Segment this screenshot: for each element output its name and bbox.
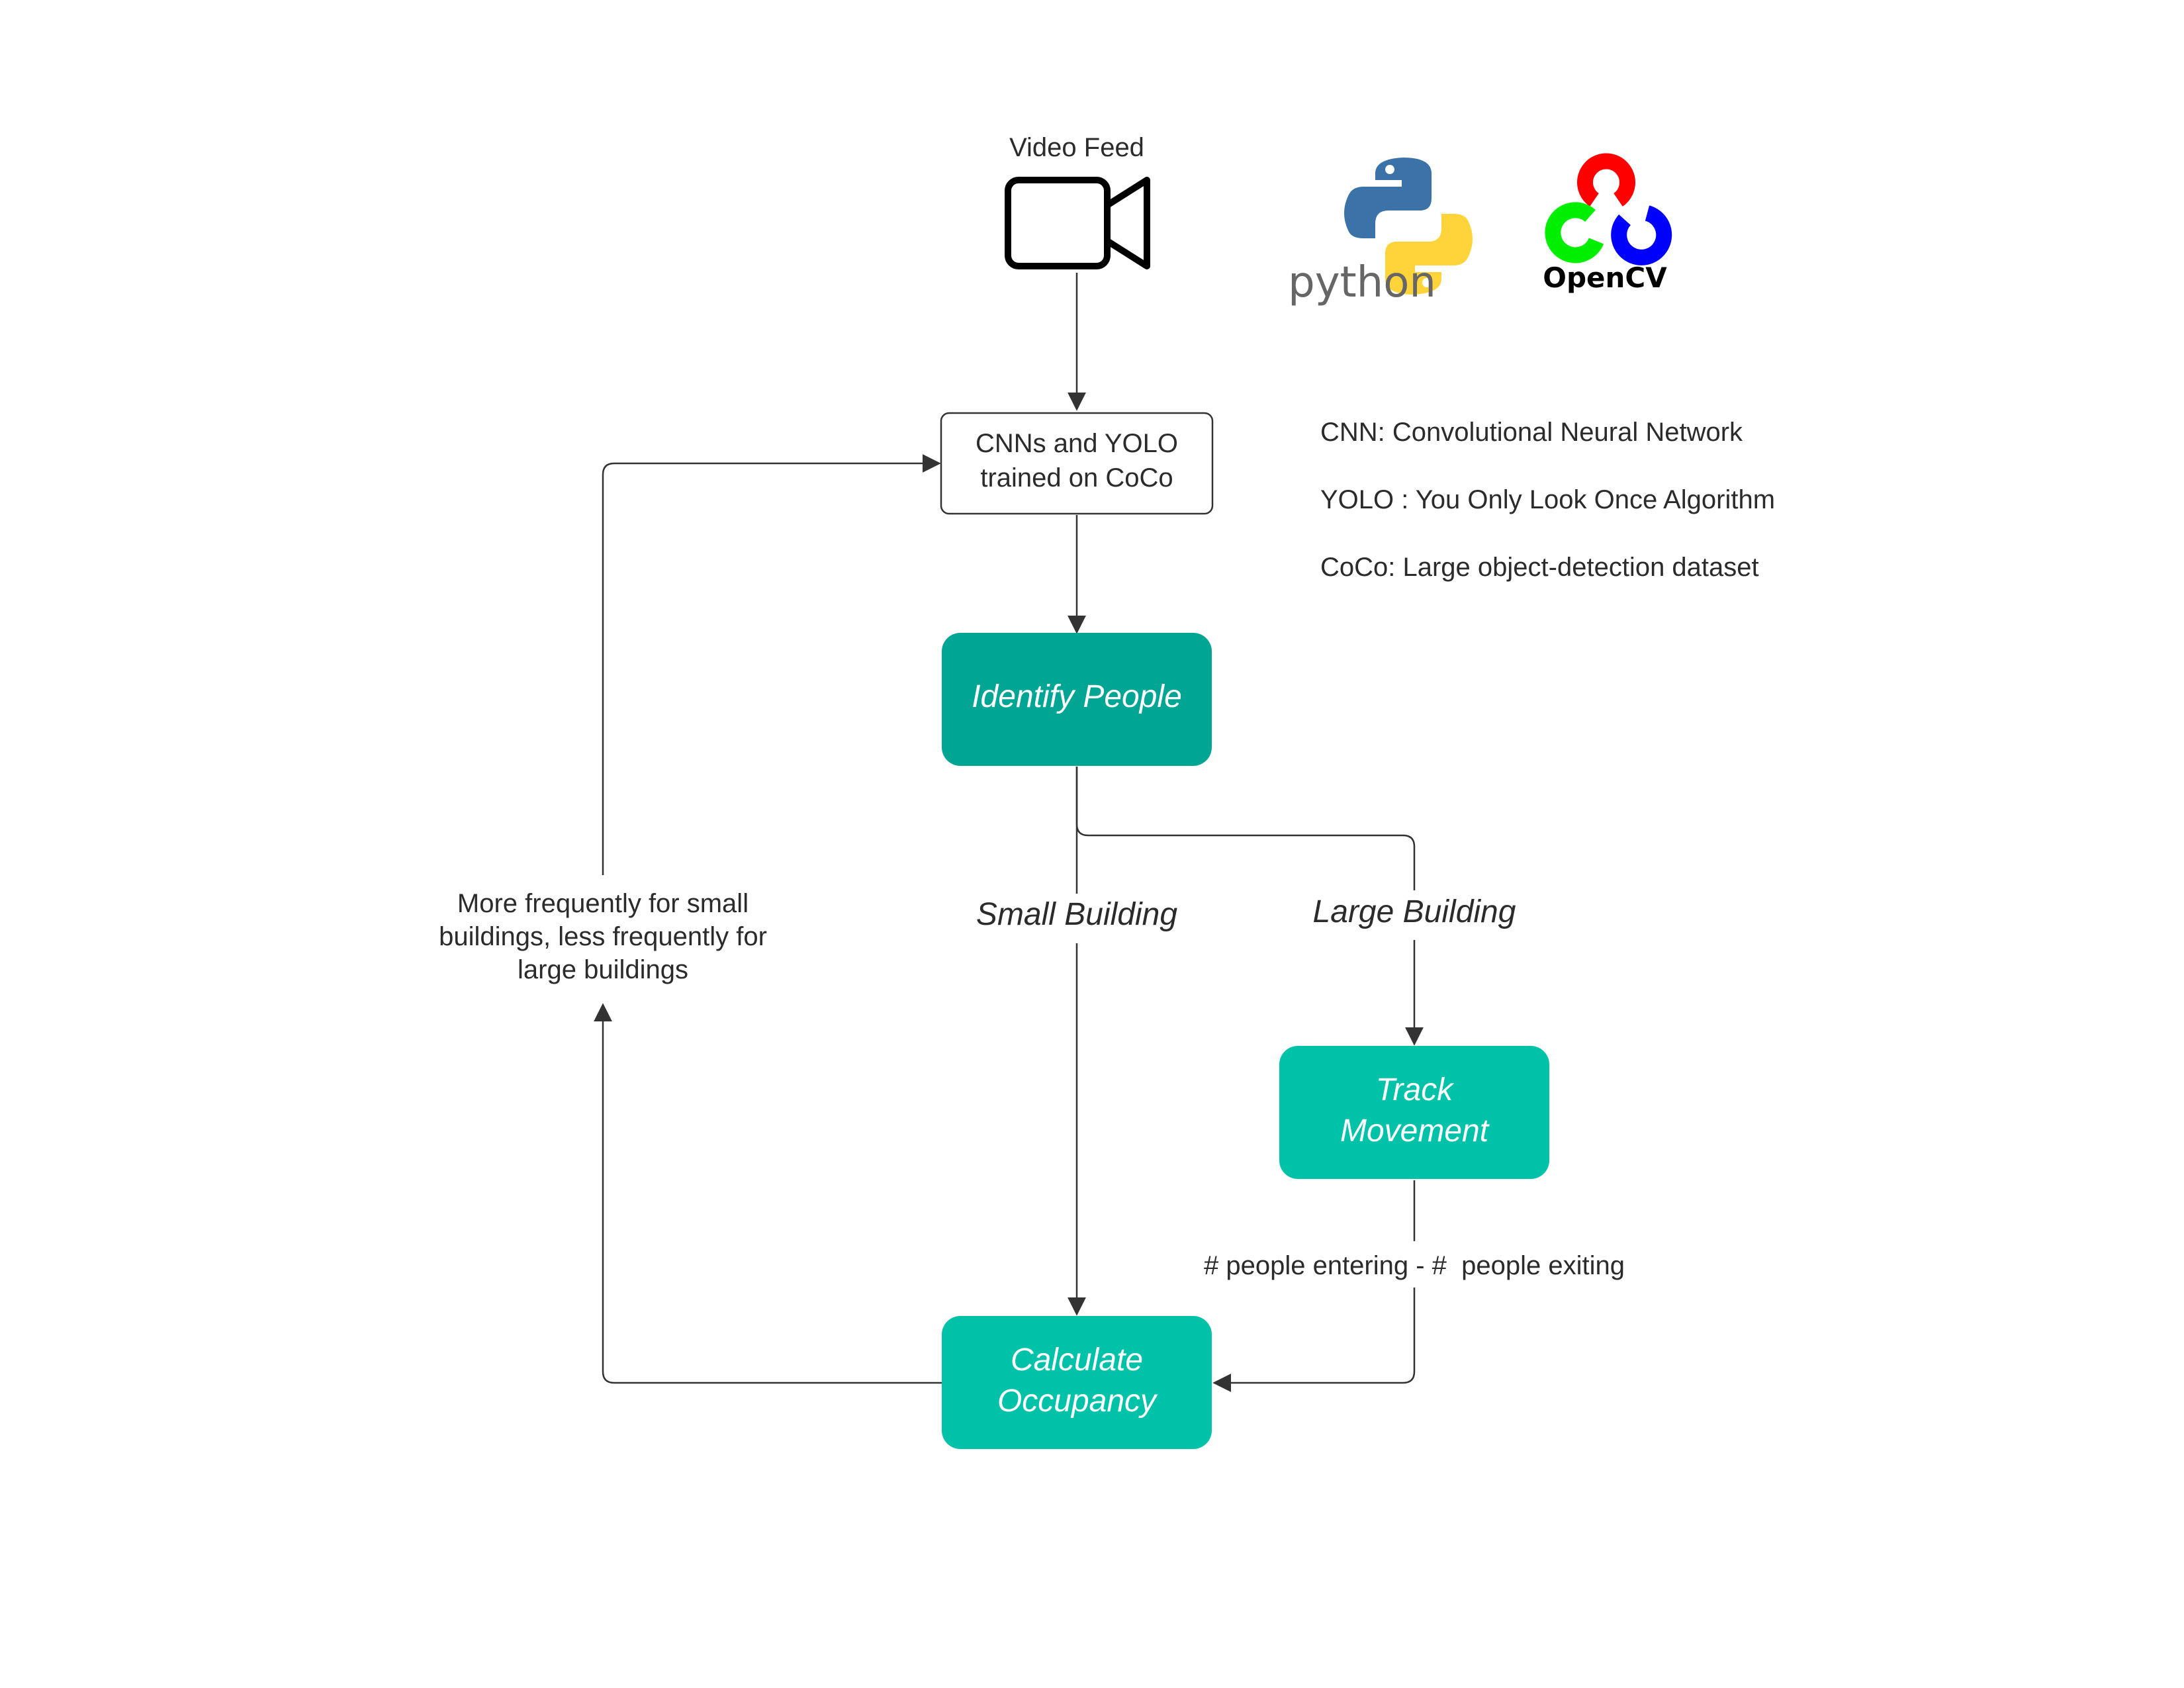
edge-calculate-to-feedback bbox=[594, 1003, 942, 1384]
cnn-yolo-line-2: trained on CoCo bbox=[980, 463, 1173, 492]
cnn-yolo-line-1: CNNs and YOLO bbox=[976, 429, 1178, 458]
feedback-line-1: More frequently for small bbox=[457, 889, 749, 918]
python-logo-icon bbox=[1344, 158, 1473, 295]
small-building-label: Small Building bbox=[976, 897, 1177, 932]
glossary-cnn: CNN: Convolutional Neural Network bbox=[1320, 418, 1743, 447]
edge-feedback-to-cnn bbox=[602, 454, 941, 875]
calculate-occupancy-line-1: Calculate bbox=[1011, 1342, 1143, 1378]
large-building-label: Large Building bbox=[1313, 894, 1516, 929]
track-movement-line-1: Track bbox=[1376, 1072, 1455, 1107]
people-flow-label: # people entering - # people exiting bbox=[1204, 1251, 1625, 1280]
glossary-coco: CoCo: Large object-detection dataset bbox=[1320, 553, 1759, 582]
track-movement-box[interactable] bbox=[1279, 1046, 1549, 1179]
opencv-logo-text: OpenCV bbox=[1543, 261, 1667, 294]
cnn-yolo-box[interactable] bbox=[940, 412, 1214, 515]
identify-people-label: Identify People bbox=[972, 679, 1182, 714]
edge-track-to-calculate-b bbox=[1212, 1288, 1416, 1392]
glossary-yolo: YOLO : You Only Look Once Algorithm bbox=[1320, 485, 1775, 514]
feedback-line-2: buildings, less frequently for bbox=[439, 922, 767, 951]
opencv-logo-icon bbox=[1545, 153, 1672, 265]
calculate-occupancy-line-2: Occupancy bbox=[997, 1383, 1158, 1419]
calculate-occupancy-box[interactable] bbox=[942, 1316, 1212, 1449]
python-logo-text: python bbox=[1288, 258, 1436, 307]
edge-identify-to-track-a bbox=[1075, 767, 1416, 890]
video-feed-label: Video Feed bbox=[1009, 133, 1144, 162]
video-camera-icon bbox=[1005, 177, 1150, 269]
connectors bbox=[594, 273, 1424, 1392]
feedback-line-3: large buildings bbox=[518, 955, 688, 984]
identify-people-box[interactable] bbox=[942, 633, 1212, 766]
track-movement-line-2: Movement bbox=[1340, 1113, 1490, 1149]
